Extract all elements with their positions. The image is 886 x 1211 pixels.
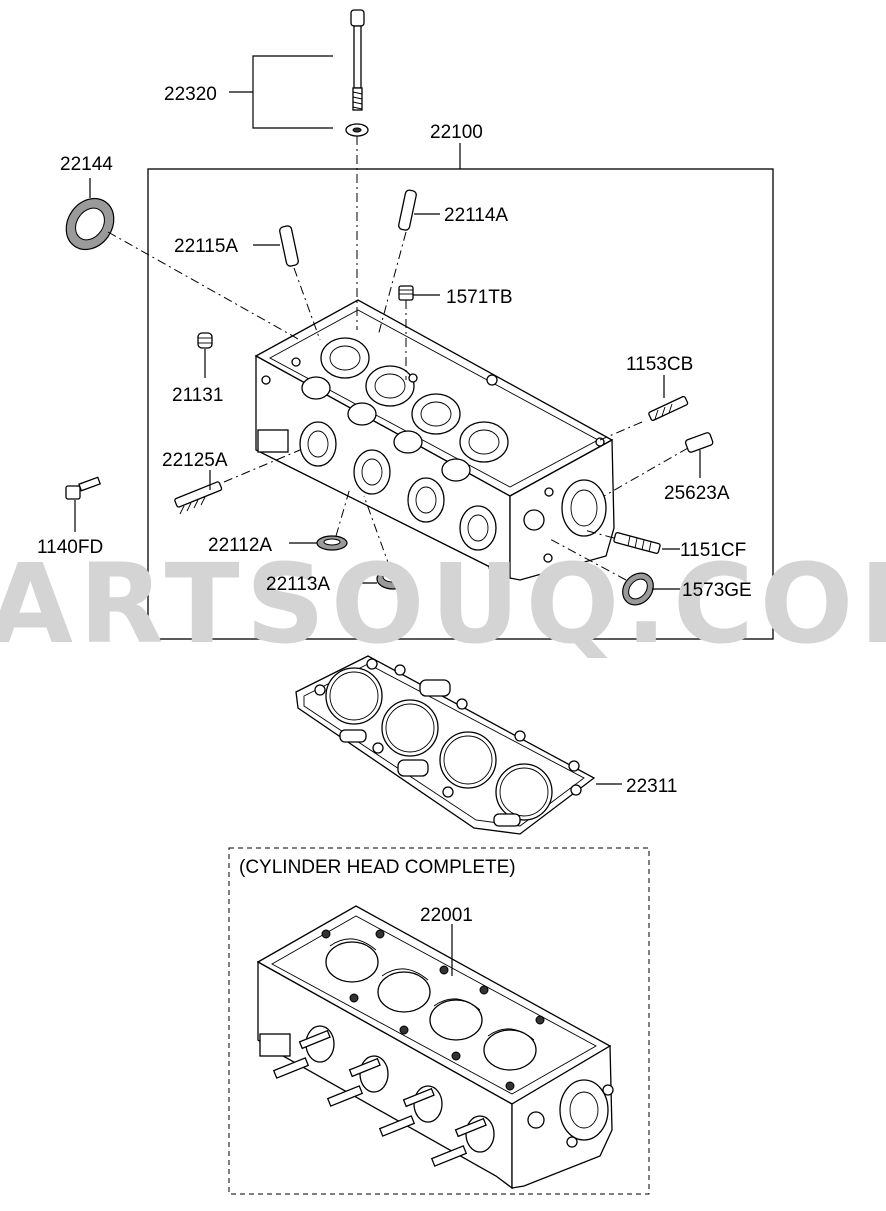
dowel-25623A[interactable] [684,432,714,478]
label-22100: 22100 [430,122,483,143]
label-1153CB: 1153CB [626,354,693,375]
label-22001: 22001 [420,905,473,926]
label-22113A: 22113A [266,574,330,595]
label-22144: 22144 [60,154,113,175]
label-22114A: 22114A [444,205,508,226]
bolt-washer[interactable] [345,123,369,137]
head-bolt-22320[interactable] [350,9,365,111]
valve-stem-seal-22113A[interactable] [347,568,410,590]
label-22125A: 22125A [162,450,228,471]
label-1571TB: 1571TB [446,287,513,308]
cylinder-head-complete-22001[interactable] [256,905,614,1190]
label-22115A: 22115A [174,236,238,257]
plug-1571TB[interactable] [398,285,440,301]
stud-1153CB[interactable] [648,375,689,421]
stud-1151CF[interactable] [613,532,680,554]
bolt-1140FD[interactable] [65,476,101,532]
dowel-21131[interactable] [197,332,213,378]
complete-assembly-frame [228,847,650,1195]
label-1140FD: 1140FD [37,537,103,558]
label-22311: 22311 [626,776,677,797]
label-21131: 21131 [172,385,223,406]
label-1151CF: 1151CF [680,540,746,561]
stud-22125A[interactable] [174,470,223,515]
watermark: PARTSOUQ.COM [0,540,886,668]
label-1573GE: 1573GE [682,580,752,601]
label-22112A: 22112A [208,535,272,556]
label-25623A: 25623A [664,483,730,504]
valve-guide-22114A[interactable] [398,189,440,231]
valve-guide-22115A[interactable] [253,225,299,267]
valve-stem-seal-22112A[interactable] [289,535,348,551]
seal-ring-1573GE[interactable] [616,567,680,611]
cylinder-head-22100[interactable] [254,299,615,581]
head-gasket-22311[interactable] [295,655,622,835]
oil-seal-22144[interactable] [56,178,123,259]
complete-box-title: (CYLINDER HEAD COMPLETE) [239,857,516,878]
label-22320: 22320 [164,84,217,105]
